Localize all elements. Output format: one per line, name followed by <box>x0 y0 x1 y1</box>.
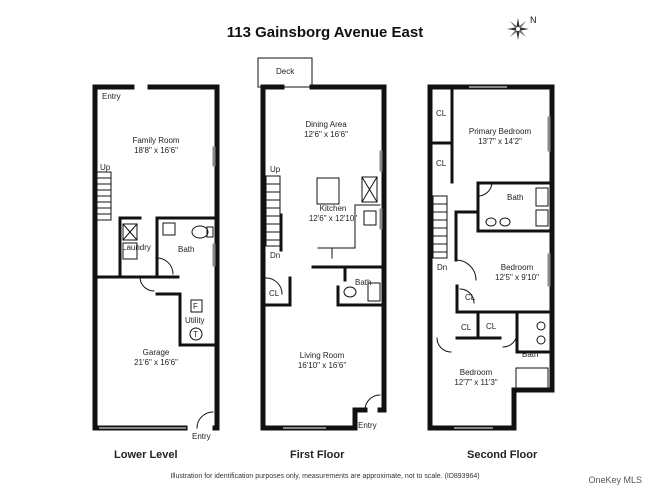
kitchen-dims: 12'6" x 12'10" <box>309 214 357 223</box>
dining-area-label: Dining Area <box>305 120 347 129</box>
garage-dims: 21'6" x 16'6" <box>134 358 178 367</box>
first-entry-label: Entry <box>358 421 377 430</box>
bedroom-3-dims: 12'7" x 11'3" <box>454 378 497 387</box>
dining-area-dims: 12'6" x 16'6" <box>304 130 348 139</box>
second-floor-walls <box>427 84 555 431</box>
bedroom-2-dims: 12'5" x 9'10" <box>495 273 539 282</box>
compass-icon <box>507 18 529 40</box>
first-floor-details <box>257 57 383 429</box>
closet-4-label: CL <box>461 323 472 332</box>
bedroom-2-label: Bedroom <box>501 263 534 272</box>
closet-2-label: CL <box>436 159 447 168</box>
compass-north-label: N <box>530 15 537 25</box>
closet-3-label: CL <box>465 293 476 302</box>
closet-1-label: CL <box>436 109 447 118</box>
first-closet-label: CL <box>269 289 280 298</box>
bath-2-label: Bath <box>522 350 538 359</box>
brand-watermark: OneKey MLS <box>588 475 642 485</box>
lower-stairs-label: Up <box>100 163 111 172</box>
lower-entry-bottom-label: Entry <box>192 432 211 441</box>
furnace-label: F <box>193 302 198 311</box>
laundry-label: Laundry <box>122 243 151 252</box>
water-heater-label: T <box>193 330 198 339</box>
floor-plan: Entry Family Room 18'8" x 16'6" Up Laund… <box>92 57 555 441</box>
first-bath-label: Bath <box>355 278 371 287</box>
lower-bath-label: Bath <box>178 245 194 254</box>
disclaimer-text: Illustration for identification purposes… <box>170 473 480 480</box>
primary-bedroom-label: Primary Bedroom <box>469 127 532 136</box>
lower-level-details <box>96 146 216 429</box>
bedroom-3-label: Bedroom <box>460 368 493 377</box>
living-room-label: Living Room <box>300 351 345 360</box>
deck-label: Deck <box>276 67 295 76</box>
first-floor-title: First Floor <box>290 449 345 461</box>
second-floor-title: Second Floor <box>467 449 538 461</box>
second-stairs-down-label: Dn <box>437 263 447 272</box>
kitchen-label: Kitchen <box>320 204 347 213</box>
primary-bedroom-dims: 13'7" x 14'2" <box>478 137 522 146</box>
garage-label: Garage <box>143 348 170 357</box>
lower-level-title: Lower Level <box>114 449 178 461</box>
plan-title: 113 Gainsborg Avenue East <box>226 24 424 41</box>
utility-label: Utility <box>185 316 205 325</box>
lower-entry-top-label: Entry <box>102 92 121 101</box>
second-floor-details <box>432 86 551 429</box>
family-room-label: Family Room <box>132 136 179 145</box>
closet-5-label: CL <box>486 322 497 331</box>
bath-1-label: Bath <box>507 193 523 202</box>
first-stairs-up-label: Up <box>270 165 281 174</box>
first-stairs-down-label: Dn <box>270 251 280 260</box>
family-room-dims: 18'8" x 16'6" <box>134 146 178 155</box>
living-room-dims: 16'10" x 16'6" <box>298 361 346 370</box>
